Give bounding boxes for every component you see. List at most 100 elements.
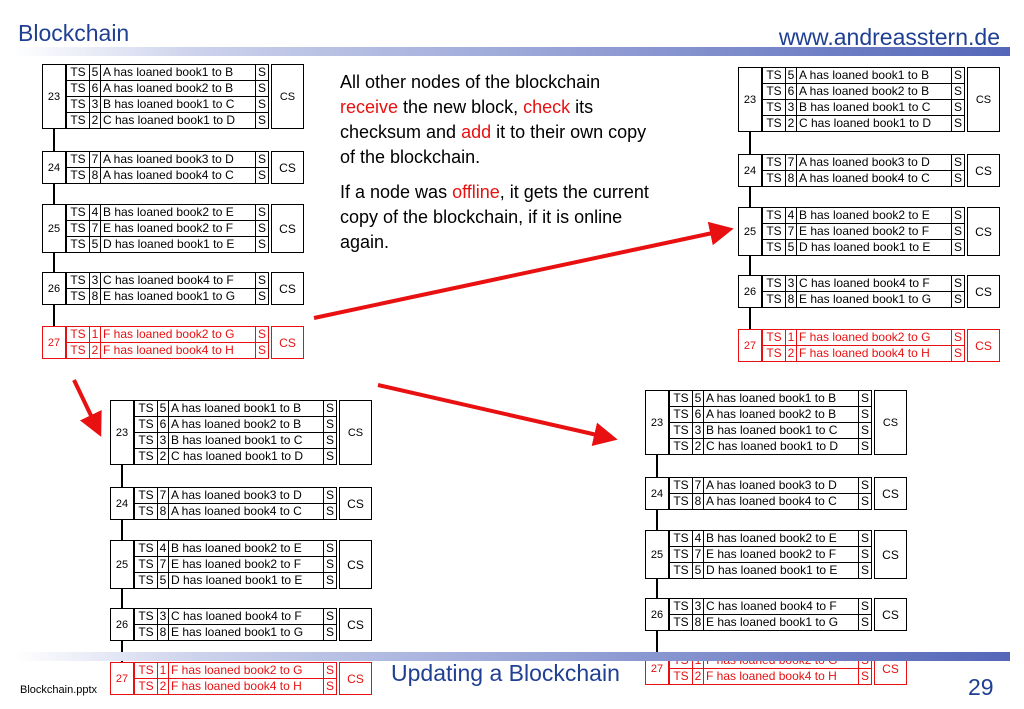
signature-cell: S	[951, 115, 965, 132]
signature-cell: S	[255, 342, 269, 359]
block-number: 25	[645, 530, 669, 579]
transaction-text: C has loaned book1 to D	[796, 115, 952, 132]
timestamp-cell: TS	[669, 562, 693, 579]
signature-cell: S	[323, 624, 337, 641]
timestamp-cell: TS	[66, 112, 90, 129]
transaction-text: A has loaned book1 to B	[100, 64, 256, 81]
chain-link	[53, 129, 55, 151]
signature-cell: S	[858, 614, 872, 631]
transaction-text: A has loaned book4 to C	[796, 170, 952, 187]
checksum-cell: CS	[967, 329, 1000, 362]
checksum-cell: CS	[339, 662, 372, 695]
signature-cell: S	[951, 275, 965, 292]
block-number: 25	[42, 204, 66, 253]
chain-link	[656, 631, 658, 652]
chain-link	[656, 455, 658, 477]
transaction-text: D has loaned book1 to E	[168, 572, 324, 589]
transaction-text: A has loaned book2 to B	[796, 83, 952, 100]
timestamp-cell: TS	[134, 540, 158, 557]
transaction-text: A has loaned book3 to D	[168, 487, 324, 504]
block-number: 24	[738, 154, 762, 187]
transaction-text: F has loaned book2 to G	[100, 326, 256, 343]
website-label: www.andreasstern.de	[778, 24, 1000, 50]
highlight-receive: receive	[340, 97, 399, 117]
signature-cell: S	[255, 272, 269, 289]
transaction-text: C has loaned book1 to D	[100, 112, 256, 129]
checksum-cell: CS	[339, 540, 372, 589]
transaction-text: E has loaned book1 to G	[100, 288, 256, 305]
checksum-cell: CS	[271, 272, 304, 305]
checksum-cell: CS	[271, 151, 304, 184]
chain-link	[53, 184, 55, 204]
transaction-text: E has loaned book2 to F	[703, 546, 859, 563]
transaction-text: F has loaned book2 to G	[168, 662, 324, 679]
transaction-text: A has loaned book1 to B	[703, 390, 859, 407]
chain-link	[53, 253, 55, 272]
checksum-cell: CS	[339, 608, 372, 641]
arrow-to-offline-node	[377, 383, 618, 447]
timestamp-cell: TS	[762, 291, 786, 308]
chain-link	[656, 579, 658, 598]
transaction-text: A has loaned book4 to C	[168, 503, 324, 520]
header-bar	[14, 47, 1010, 56]
signature-cell: S	[255, 151, 269, 168]
signature-cell: S	[951, 223, 965, 240]
signature-cell: S	[858, 438, 872, 455]
signature-cell: S	[255, 236, 269, 253]
block-number: 25	[738, 207, 762, 256]
transaction-text: E has loaned book2 to F	[168, 556, 324, 573]
signature-cell: S	[323, 503, 337, 520]
arrow-to-left-node	[72, 379, 102, 437]
timestamp-cell: TS	[66, 342, 90, 359]
signature-cell: S	[255, 204, 269, 221]
timestamp-cell: TS	[134, 503, 158, 520]
signature-cell: S	[255, 167, 269, 184]
checksum-cell: CS	[271, 204, 304, 253]
transaction-text: C has loaned book1 to D	[703, 438, 859, 455]
transaction-text: F has loaned book4 to H	[168, 678, 324, 695]
transaction-text: C has loaned book4 to F	[168, 608, 324, 625]
chain-link	[121, 520, 123, 540]
